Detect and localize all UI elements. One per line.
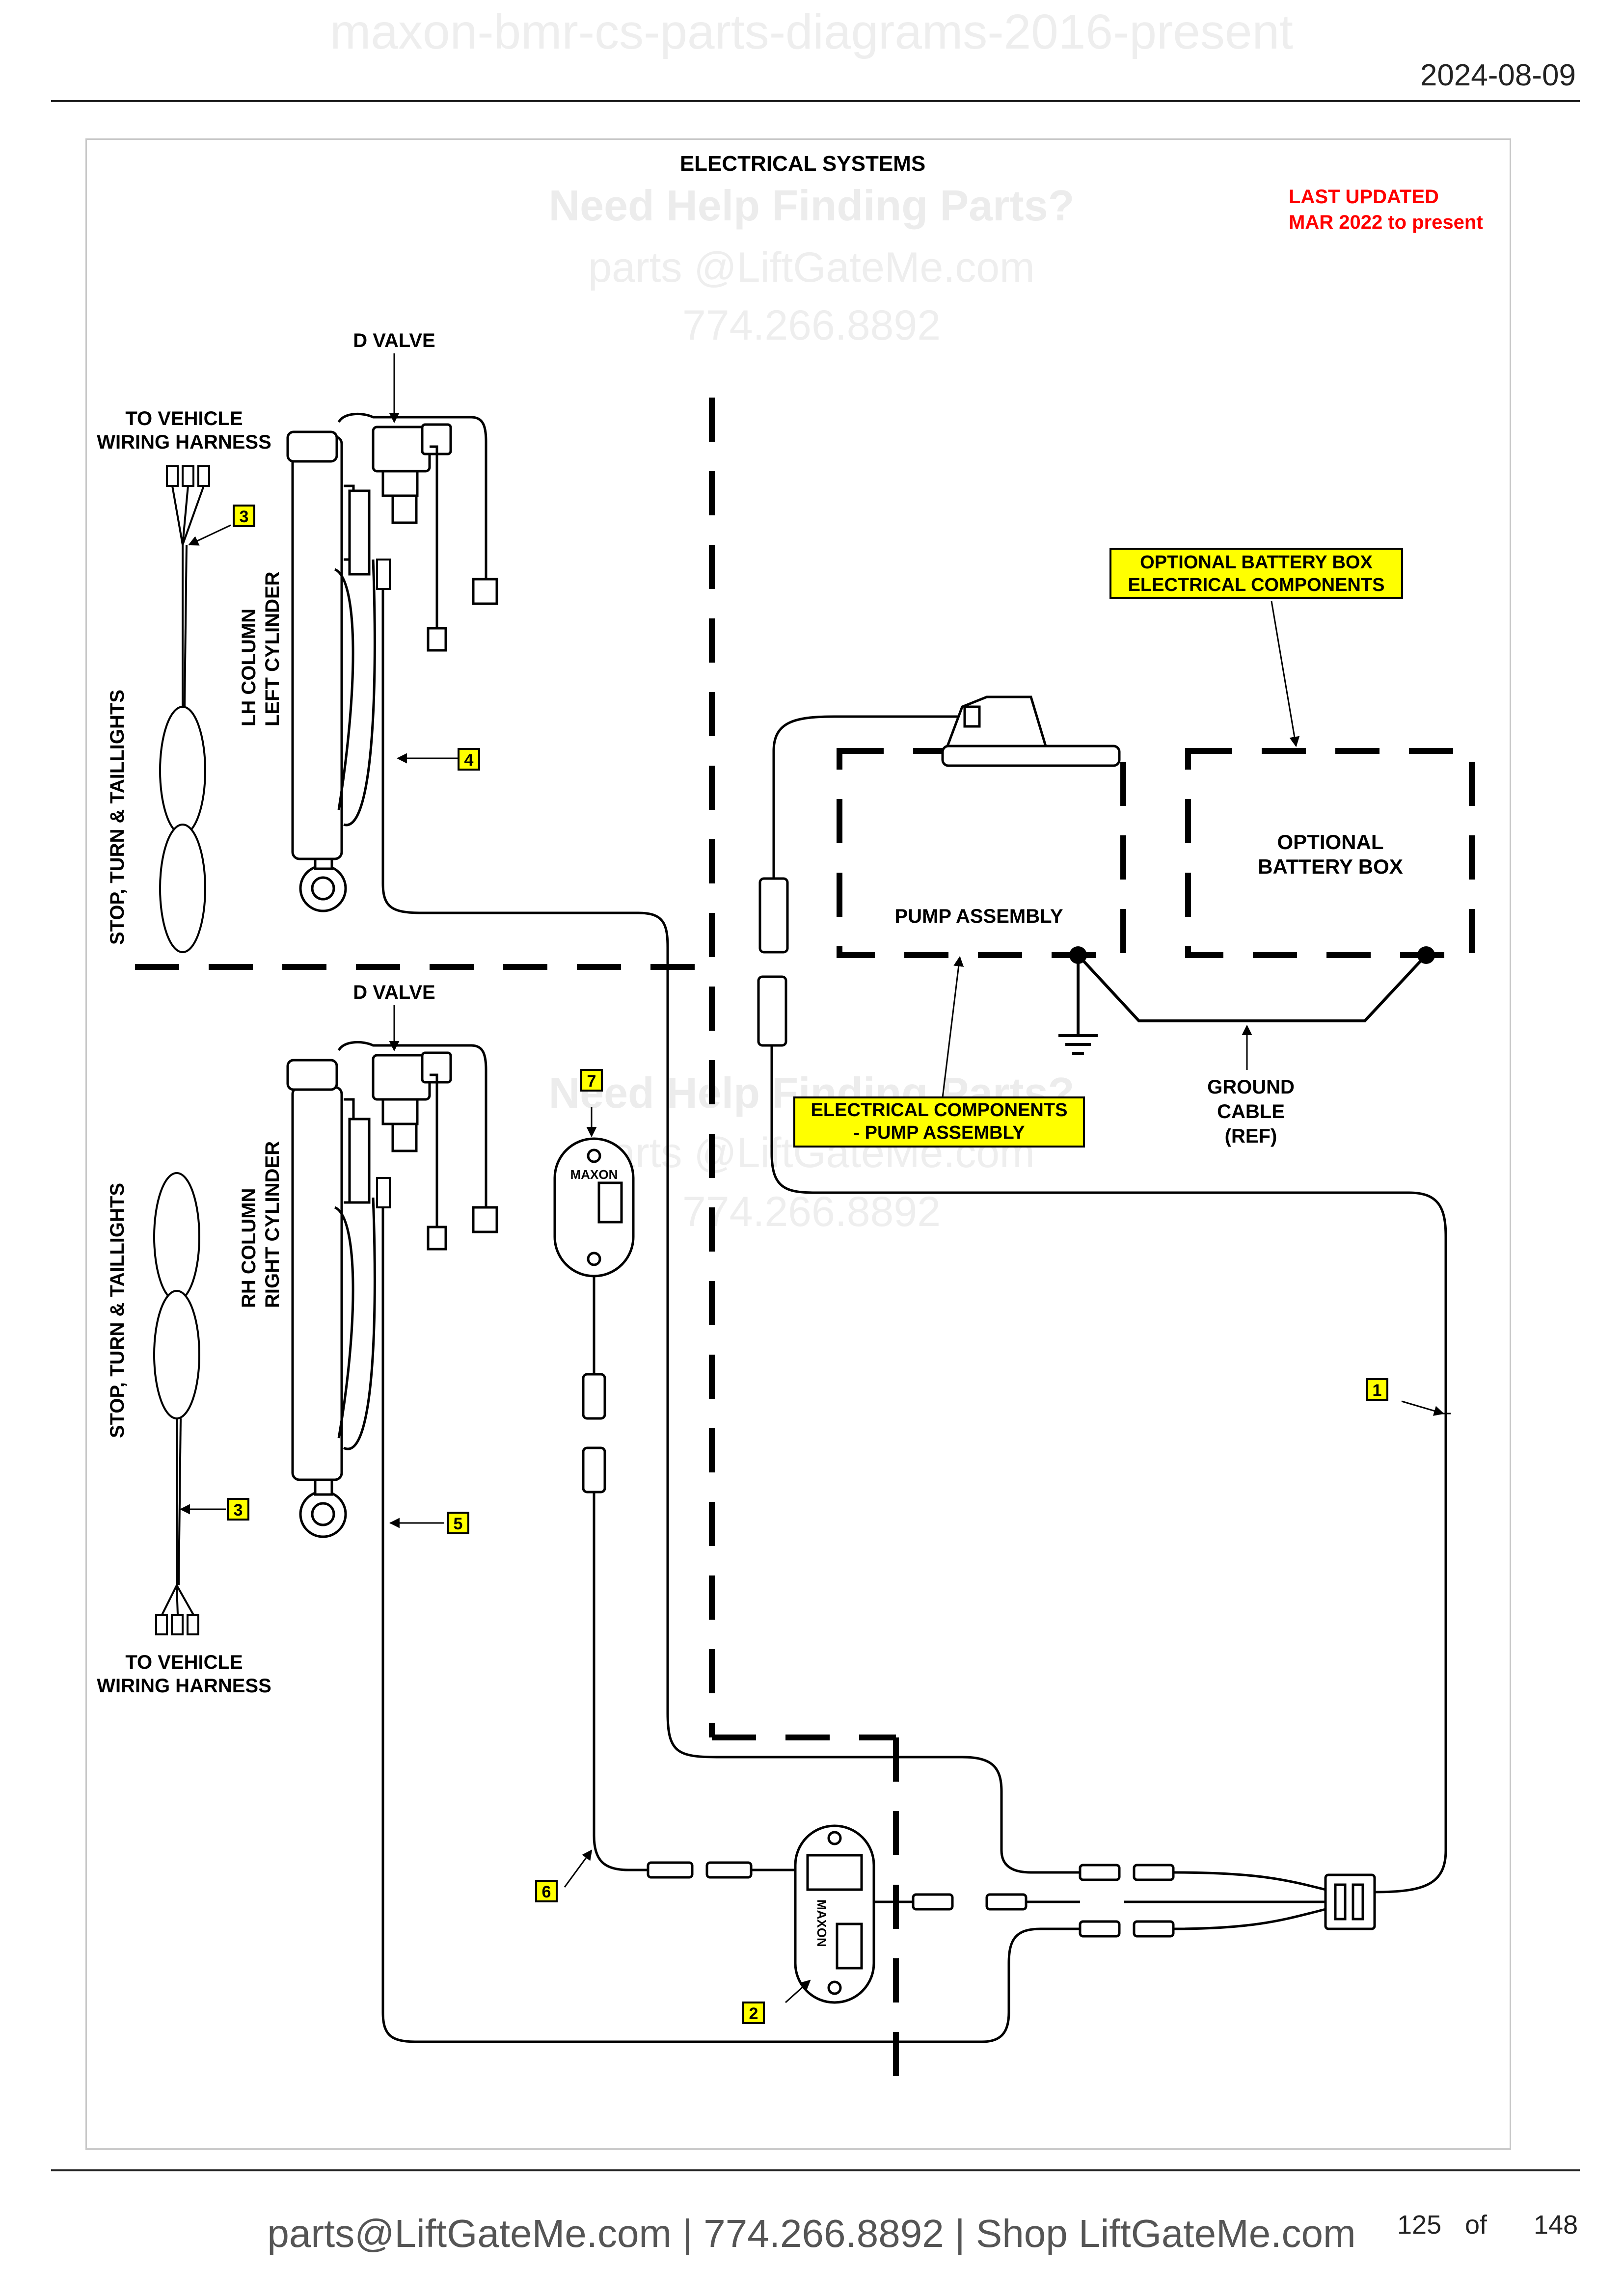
svg-text:OPTIONAL BATTERY BOX: OPTIONAL BATTERY BOX (1140, 552, 1373, 573)
optional-battery-components-note: OPTIONAL BATTERY BOX ELECTRICAL COMPONEN… (1109, 548, 1403, 599)
to-vehicle-top-line1: TO VEHICLE (125, 408, 243, 429)
svg-text:7: 7 (587, 1072, 596, 1091)
ground-cable (1058, 954, 1428, 1055)
svg-text:5: 5 (454, 1515, 463, 1533)
watermark-email-top: parts @LiftGateMe.com (588, 244, 1035, 291)
svg-text:6: 6 (542, 1883, 551, 1901)
pump-connector-upper (758, 877, 789, 954)
ground-cable-label-2: CABLE (1217, 1101, 1285, 1122)
callout-5: 5 (447, 1512, 469, 1534)
electrical-components-pump-note: ELECTRICAL COMPONENTS - PUMP ASSEMBLY (793, 1096, 1085, 1148)
svg-text:ELECTRICAL COMPONENTS: ELECTRICAL COMPONENTS (811, 1100, 1068, 1121)
d-valve-label-top: D VALVE (353, 330, 435, 351)
svg-text:3: 3 (240, 507, 249, 526)
footer-contact: parts@LiftGateMe.com | 774.266.8892 | Sh… (267, 2212, 1356, 2255)
lh-column-label-2: LEFT CYLINDER (262, 571, 283, 726)
watermark-phone-mid: 774.266.8892 (682, 1188, 941, 1235)
svg-text:4: 4 (464, 751, 474, 770)
ground-cable-label-1: GROUND (1207, 1076, 1295, 1098)
ground-cable-label-3: (REF) (1225, 1125, 1277, 1147)
lh-cylinder-assembly (286, 430, 376, 912)
document-title-watermark: maxon-bmr-cs-parts-diagrams-2016-present (330, 4, 1293, 59)
rh-d-valve (337, 1041, 498, 1251)
to-vehicle-bottom-line2: WIRING HARNESS (97, 1675, 271, 1697)
optional-battery-box-label-2: BATTERY BOX (1258, 855, 1403, 878)
document-date: 2024-08-09 (1420, 58, 1576, 92)
callout-2: 2 (742, 2002, 765, 2024)
callout-7: 7 (580, 1069, 603, 1092)
watermark-phone-top: 774.266.8892 (682, 302, 941, 349)
stop-turn-label-top: STOP, TURN & TAILLIGHTS (107, 690, 128, 945)
junction-harness (874, 1864, 1376, 1938)
stop-turn-label-bottom: STOP, TURN & TAILLIGHTS (107, 1183, 128, 1438)
pump-cable (772, 715, 967, 879)
maxon-control-switch-7 (553, 1137, 635, 1278)
maxon-logo-2: MAXON (814, 1899, 829, 1947)
d-valve-label-bottom: D VALVE (353, 982, 435, 1003)
cable-4 (381, 560, 1080, 1874)
lh-column-label-1: LH COLUMN (238, 609, 260, 726)
ground-terminal-pump (1069, 946, 1087, 964)
last-updated-line2: MAR 2022 to present (1289, 212, 1483, 233)
maxon-logo-7: MAXON (570, 1167, 618, 1182)
svg-text:1: 1 (1373, 1381, 1382, 1400)
svg-text:2: 2 (749, 2004, 758, 2023)
svg-text:ELECTRICAL COMPONENTS: ELECTRICAL COMPONENTS (1128, 575, 1385, 595)
callout-1: 1 (1366, 1378, 1388, 1401)
svg-text:- PUMP ASSEMBLY: - PUMP ASSEMBLY (853, 1122, 1025, 1143)
callout-3-top: 3 (233, 505, 255, 527)
cable-6 (582, 1276, 795, 1879)
watermark-help-top: Need Help Finding Parts? (548, 181, 1075, 230)
callout-6: 6 (535, 1880, 558, 1902)
rh-column-label-2: RIGHT CYLINDER (262, 1141, 283, 1308)
callout-4: 4 (458, 748, 480, 771)
page-of: of (1465, 2210, 1488, 2240)
last-updated-line1: LAST UPDATED (1289, 186, 1439, 208)
footer-rule (51, 2169, 1580, 2171)
to-vehicle-bottom-line1: TO VEHICLE (125, 1652, 243, 1673)
rh-column-label-1: RH COLUMN (238, 1188, 260, 1308)
diagram-title: ELECTRICAL SYSTEMS (680, 152, 925, 176)
taillight-harness-bottom (153, 1172, 200, 1635)
diagram-frame (85, 138, 1511, 2150)
optional-battery-box-label-1: OPTIONAL (1277, 830, 1384, 854)
pump-assembly-label: PUMP ASSEMBLY (894, 906, 1063, 927)
header-rule (51, 100, 1580, 102)
page-current: 125 (1397, 2210, 1442, 2240)
lh-d-valve (337, 412, 498, 652)
cable-1 (770, 1045, 1447, 1894)
boundary-dashed-lines (135, 398, 1475, 2076)
pump-motor (941, 695, 1121, 767)
maxon-control-switch-2 (794, 1824, 875, 2004)
to-vehicle-top-line2: WIRING HARNESS (97, 431, 271, 453)
taillight-harness-top (159, 465, 210, 953)
pump-connector-lower (757, 975, 787, 1047)
callout-3-bottom: 3 (227, 1498, 249, 1521)
page-total: 148 (1534, 2210, 1578, 2240)
svg-text:3: 3 (234, 1501, 243, 1520)
cable-5 (381, 1188, 1080, 2043)
ground-terminal-battery (1417, 946, 1435, 964)
